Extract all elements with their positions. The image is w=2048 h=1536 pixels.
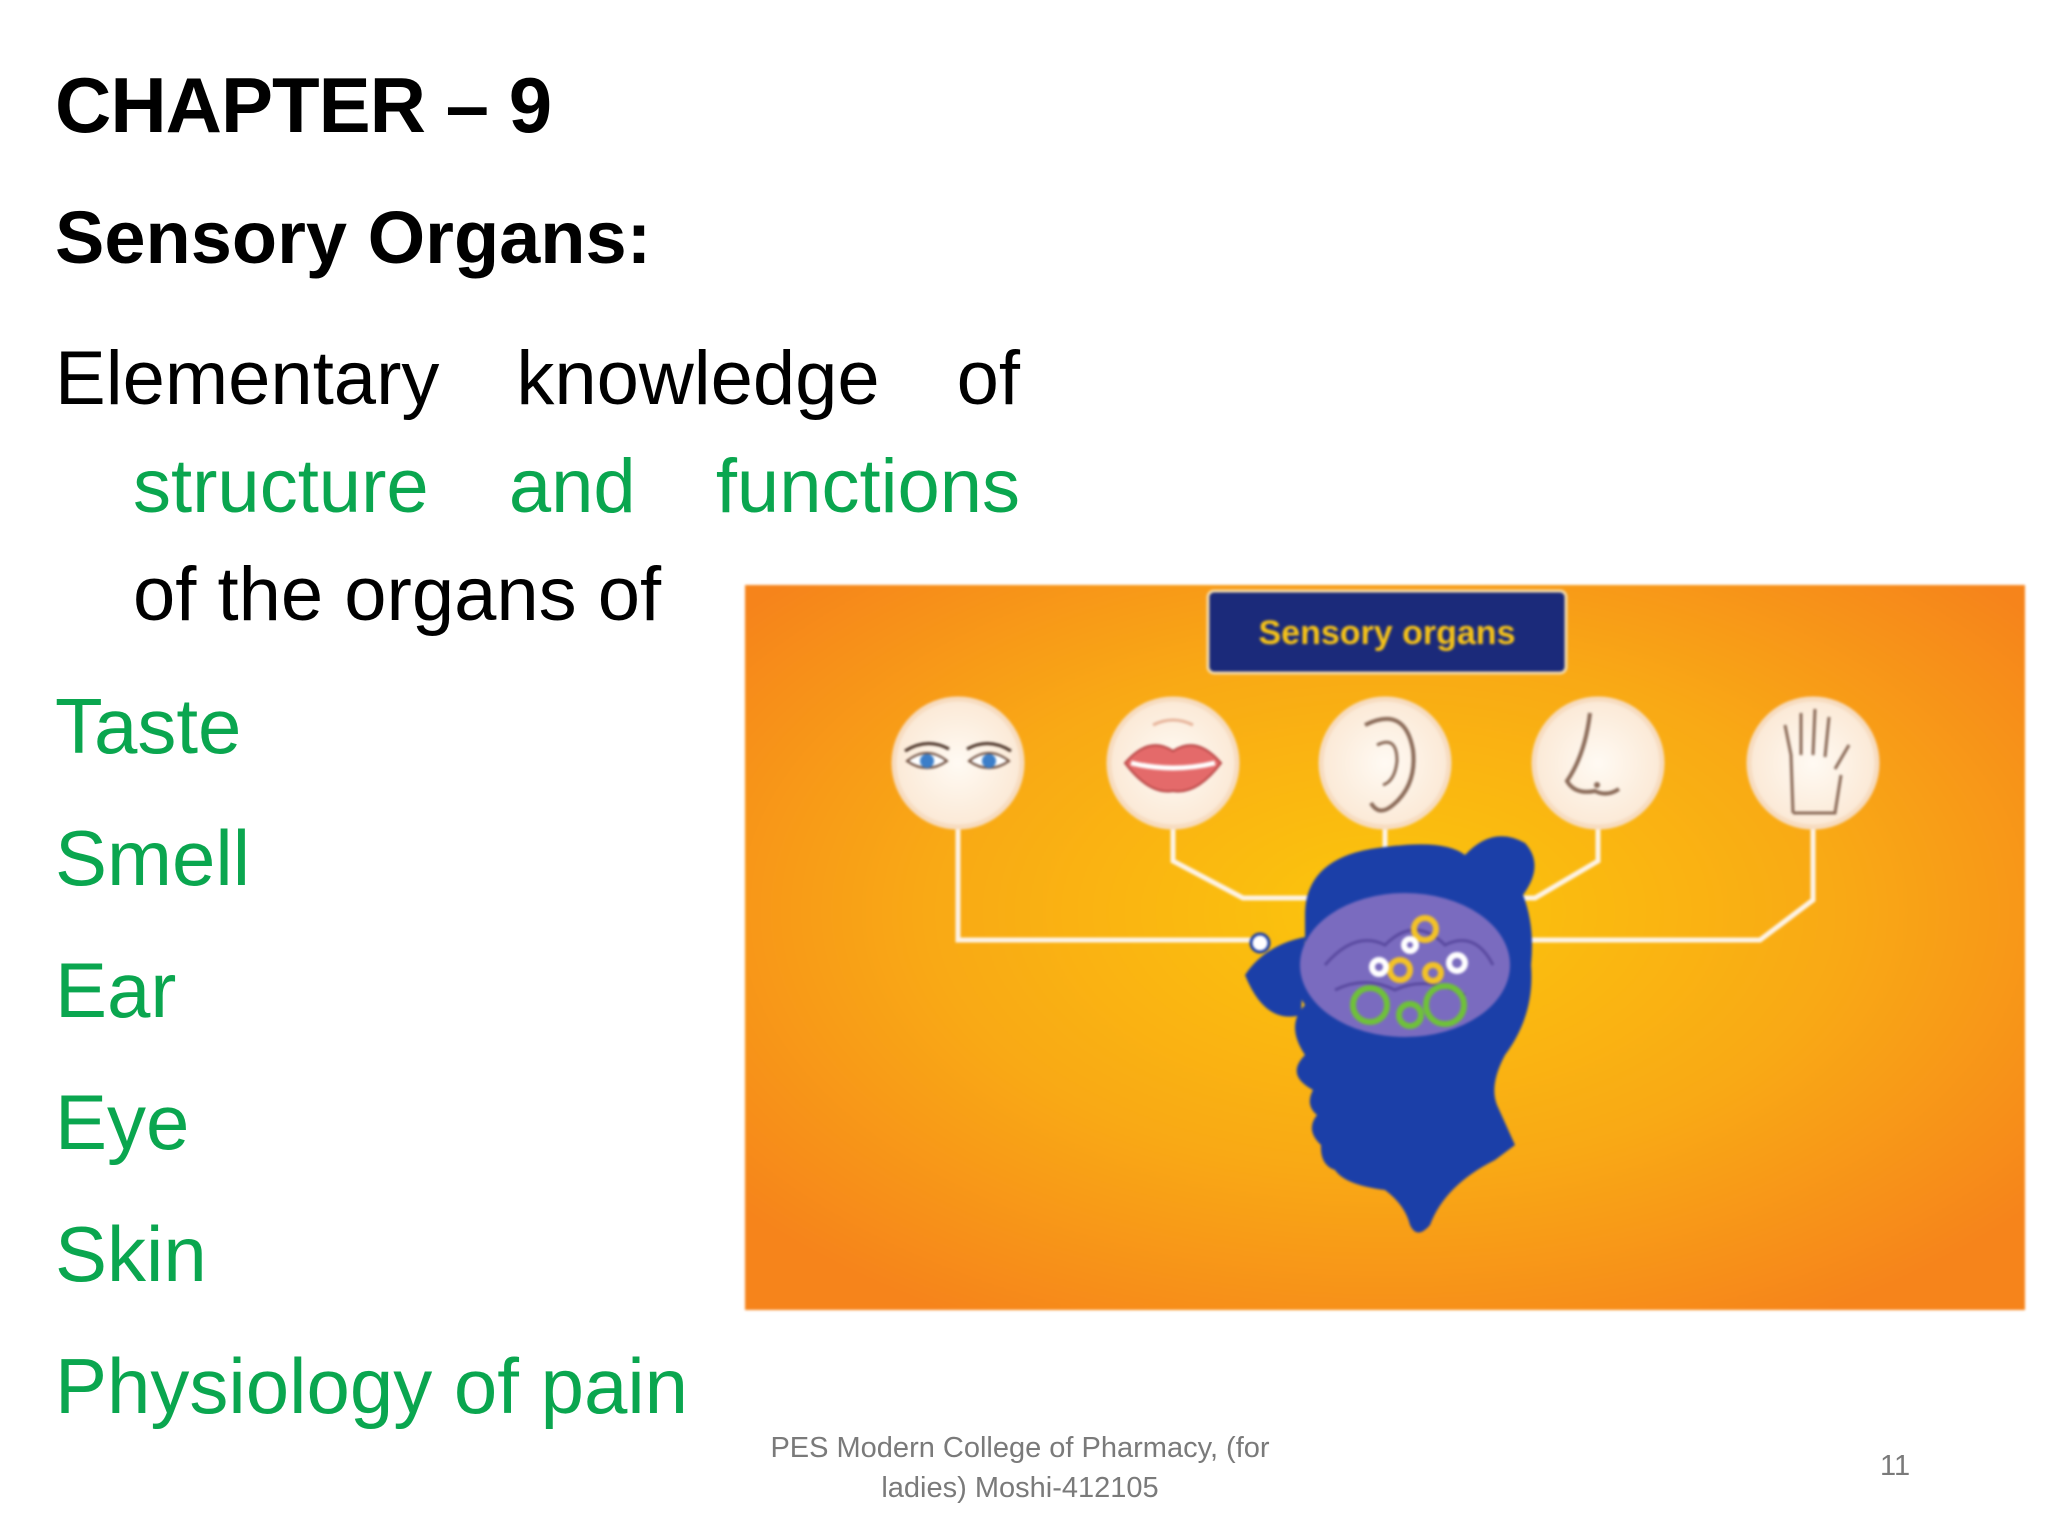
gear-icons — [1350, 915, 1468, 1029]
intro-line-3: of the organs of — [133, 552, 662, 637]
figure-label: Sensory organs — [1259, 614, 1516, 652]
hand-icon — [1746, 696, 1880, 830]
footer-college: PES Modern College of Pharmacy, (for lad… — [740, 1428, 1300, 1508]
topic-item: Skin — [55, 1210, 207, 1298]
ear-icon — [1318, 696, 1452, 830]
intro-line-1: Elementary knowledge of — [55, 325, 1020, 433]
intro-word: knowledge — [516, 336, 880, 421]
nose-icon — [1531, 696, 1665, 830]
lips-icon — [1106, 696, 1240, 830]
topic-item: Ear — [55, 946, 177, 1034]
chapter-title: CHAPTER – 9 — [55, 61, 552, 149]
intro-word: of — [956, 336, 1020, 421]
topic-list: Taste Smell Ear Eye Skin Physiology of p… — [55, 660, 688, 1452]
intro-highlight-word: structure — [133, 444, 429, 529]
intro-highlight-word: and — [508, 444, 636, 529]
sensory-organs-illustration: Sensory organs — [745, 585, 2025, 1310]
footer-line: PES Modern College of Pharmacy, (for — [770, 1432, 1270, 1464]
page-number: 11 — [1880, 1450, 1911, 1482]
intro-line-2-highlight: structure and functions — [133, 433, 1020, 541]
intro-highlight-word: functions — [715, 444, 1020, 529]
topic-item: Physiology of pain — [55, 1342, 689, 1430]
section-heading: Sensory Organs: — [55, 196, 652, 279]
figure-label-box: Sensory organs — [1206, 589, 1568, 675]
eyes-icon — [891, 696, 1025, 830]
topic-item: Taste — [55, 682, 242, 770]
intro-paragraph: Elementary knowledge of structure and fu… — [55, 325, 1035, 649]
topic-item: Eye — [55, 1078, 190, 1166]
intro-word: Elementary — [55, 336, 440, 421]
footer-line: ladies) Moshi-412105 — [881, 1472, 1159, 1504]
topic-item: Smell — [55, 814, 251, 902]
